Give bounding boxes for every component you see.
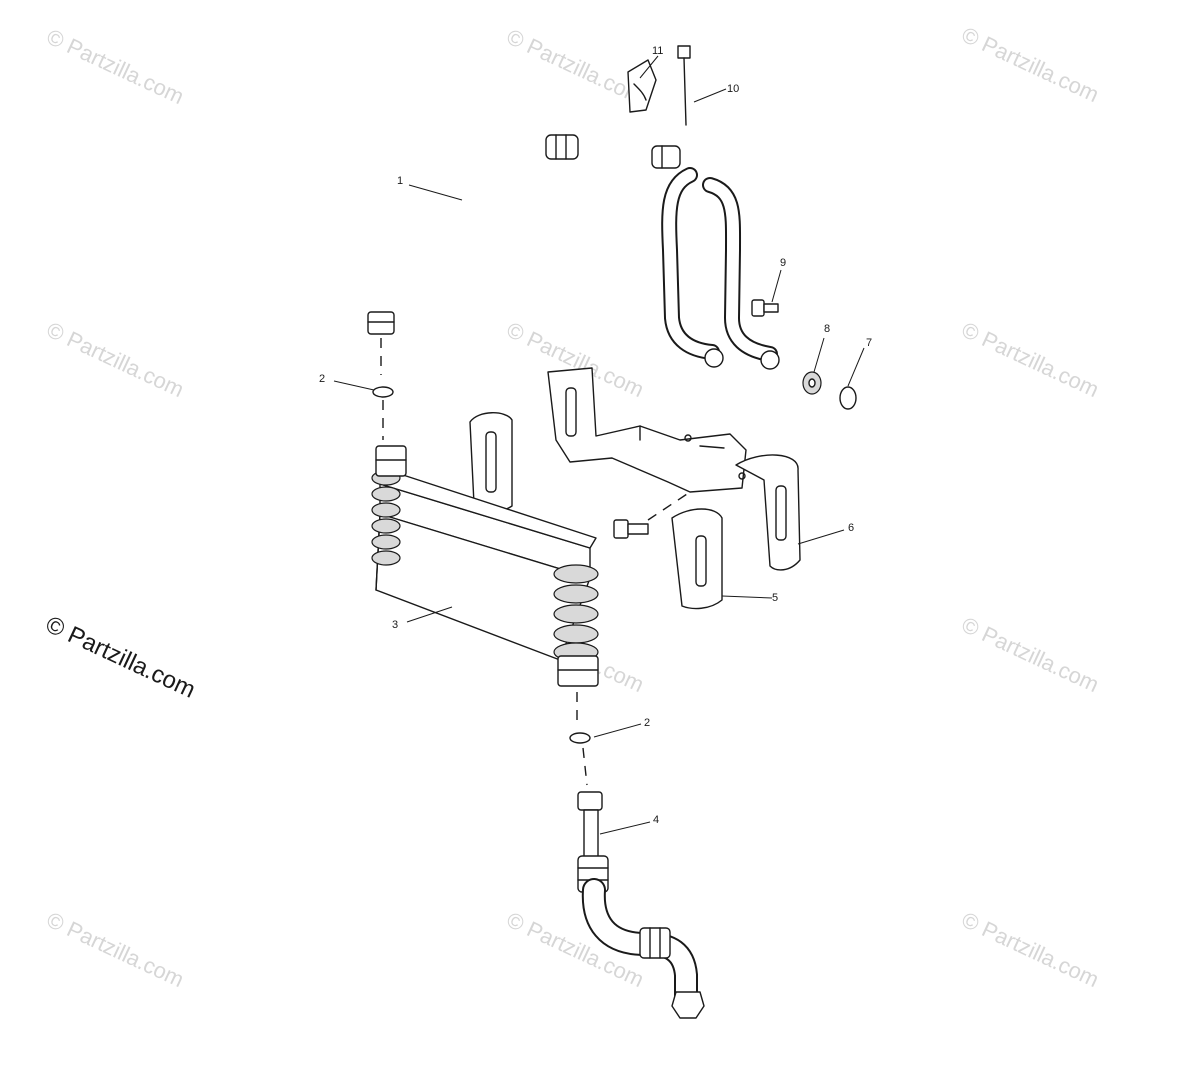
- part-2-o-ring-lower: [569, 732, 591, 744]
- clamp-rear: [469, 412, 513, 512]
- leader-lines: [333, 55, 865, 835]
- callout-11: 11: [652, 45, 663, 57]
- callout-3: 3: [392, 619, 398, 631]
- cooler-fins-right: [553, 564, 599, 662]
- callout-4: 4: [653, 814, 659, 826]
- callout-1: 1: [397, 175, 403, 187]
- part-9-bolt: [751, 299, 779, 317]
- part-1-oil-line-upper: [367, 134, 780, 370]
- watermark: © Partzilla.com: [43, 907, 188, 992]
- watermark: © Partzilla.com: [43, 317, 188, 402]
- callout-8: 8: [824, 323, 830, 335]
- part-4-oil-hose-lower: [577, 791, 705, 1019]
- callout-10: 10: [727, 83, 739, 95]
- watermark: © Partzilla.com: [958, 22, 1103, 107]
- watermark: © Partzilla.com: [43, 24, 188, 109]
- part-11-clip: [627, 59, 657, 113]
- part-5-clamp: [671, 508, 723, 610]
- cooler-fins-left: [371, 470, 401, 566]
- part-6-clamp: [735, 454, 801, 571]
- watermark-main: © Partzilla.com: [41, 611, 199, 704]
- callout-labels: 1 2 2 3 4 5 6 7 8 9 10 11: [319, 45, 872, 826]
- callout-5: 5: [772, 592, 778, 604]
- watermark: © Partzilla.com: [503, 24, 648, 109]
- part-3-oil-cooler: [371, 445, 599, 687]
- part-7-o-ring: [839, 386, 857, 410]
- watermark: © Partzilla.com: [958, 907, 1103, 992]
- watermarks: © Partzilla.com © Partzilla.com © Partzi…: [43, 22, 1103, 992]
- watermark: © Partzilla.com: [958, 612, 1103, 697]
- callout-2-upper: 2: [319, 373, 325, 385]
- callout-9: 9: [780, 257, 786, 269]
- callout-6: 6: [848, 522, 854, 534]
- watermark: © Partzilla.com: [958, 317, 1103, 402]
- callout-2-lower: 2: [644, 717, 650, 729]
- bracket-bolt: [613, 491, 691, 539]
- callout-7: 7: [866, 337, 872, 349]
- part-10-cable-tie: [677, 45, 691, 126]
- part-6-bracket-mount: [547, 367, 747, 493]
- part-2-o-ring-upper: [372, 386, 394, 398]
